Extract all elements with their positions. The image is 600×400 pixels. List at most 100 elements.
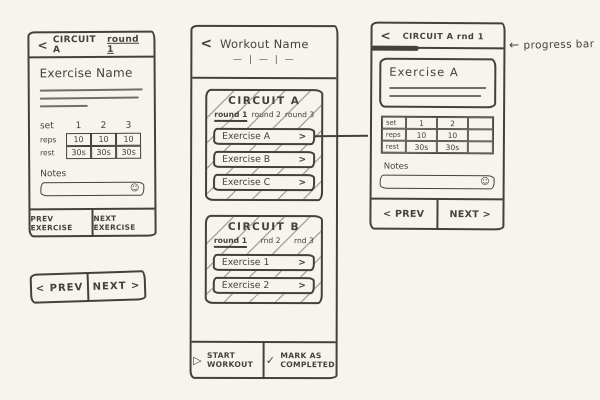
next-button[interactable]: NEXT >	[86, 272, 145, 301]
back-icon[interactable]: <	[200, 35, 213, 52]
exercise-row[interactable]: Exercise A >	[213, 127, 316, 146]
reps-cell[interactable]	[467, 129, 493, 142]
exercise-row-label: Exercise A	[222, 130, 271, 143]
set-number: 1	[405, 116, 438, 129]
text-placeholder-line	[39, 104, 88, 108]
tab-round-3[interactable]: round 3	[284, 110, 315, 120]
screen-header: < Workout Name — | — | —	[192, 26, 337, 80]
reps-cell[interactable]: 10	[90, 132, 117, 147]
set-number: 1	[75, 120, 82, 131]
text-placeholder-line	[389, 86, 487, 90]
reps-cell[interactable]: 10	[115, 132, 142, 146]
mark-completed-label: MARK AS COMPLETED	[280, 350, 335, 370]
exercise-card: Exercise A	[379, 57, 497, 109]
rest-cell[interactable]: 30s	[405, 140, 437, 153]
workout-title: Workout Name	[220, 36, 309, 52]
exercise-row-label: Exercise B	[222, 153, 271, 166]
tab-round-1[interactable]: round 1	[213, 235, 248, 248]
circuit-title: CIRCUIT B	[227, 220, 301, 234]
text-placeholder-line	[389, 94, 482, 98]
exercise-title: Exercise Name	[39, 65, 133, 81]
rest-cell[interactable]: 30s	[91, 145, 117, 160]
sets-col-label: set	[381, 116, 407, 129]
exercise-row[interactable]: Exercise 2 >	[212, 276, 315, 295]
description-placeholder	[39, 88, 144, 108]
progress-bar-fill	[371, 45, 419, 51]
play-icon: ▷	[193, 353, 202, 367]
mark-completed-button[interactable]: ✓ MARK AS COMPLETED	[262, 342, 336, 378]
sets-table: set 1 2 3 reps 10 10 10 rest 30s 30s 30s	[40, 118, 144, 160]
set-number: 2	[100, 120, 107, 131]
rest-row-label: rest	[381, 140, 406, 153]
tab-round-3[interactable]: rnd 3	[293, 236, 314, 246]
reps-row-label: reps	[381, 128, 406, 141]
rest-cell[interactable]	[467, 141, 493, 154]
header-circuit-label: CIRCUIT A	[52, 34, 97, 55]
chevron-right-icon: >	[298, 131, 307, 142]
reps-cell[interactable]: 10	[65, 133, 92, 147]
circuit-title: CIRCUIT A	[228, 94, 301, 108]
back-icon[interactable]: <	[37, 37, 48, 52]
prev-exercise-button[interactable]: PREV EXERCISE	[30, 213, 73, 232]
exercise-title: Exercise A	[389, 64, 459, 80]
text-placeholder-line	[39, 88, 143, 92]
tab-round-2[interactable]: round 2	[251, 109, 281, 120]
sets-table: set 1 2 reps 10 10 rest 30s 30s	[380, 115, 495, 155]
back-icon[interactable]: <	[380, 28, 392, 43]
tab-round-2[interactable]: rnd 2	[260, 235, 281, 246]
reps-row-label: reps	[40, 135, 57, 145]
next-button[interactable]: NEXT >	[435, 199, 503, 229]
prev-button[interactable]: < PREV	[35, 281, 84, 295]
notes-input[interactable]: ☺	[379, 174, 495, 190]
exercise-detail-screen: < CIRCUIT A round 1 Exercise Name set 1 …	[27, 30, 157, 238]
description-placeholder	[389, 86, 487, 98]
exercise-row-label: Exercise 2	[221, 279, 270, 292]
prev-button[interactable]: < PREV	[383, 208, 425, 220]
round-tabs: round 1 rnd 2 rnd 3	[213, 235, 314, 248]
set-number: 2	[436, 116, 469, 130]
header-title: CIRCUIT A rnd 1	[402, 30, 485, 41]
check-icon: ✓	[265, 353, 276, 367]
tab-round-1[interactable]: round 1	[214, 109, 248, 122]
rest-cell[interactable]: 30s	[436, 140, 468, 154]
chevron-right-icon: >	[298, 154, 307, 165]
exercise-row[interactable]: Exercise C >	[213, 173, 316, 192]
emoji-icon[interactable]: ☺	[480, 177, 490, 188]
reps-cell[interactable]: 10	[405, 128, 437, 141]
exercise-detail-filled-screen: < CIRCUIT A rnd 1 Exercise A set 1 2 rep…	[369, 21, 506, 231]
rest-cell[interactable]: 30s	[66, 146, 92, 160]
sets-col-label: set	[39, 120, 54, 131]
workout-overview-screen: < Workout Name — | — | — CIRCUIT A round…	[189, 24, 339, 380]
chevron-right-icon: >	[298, 177, 307, 188]
set-number: 3	[125, 120, 132, 131]
text-placeholder-line	[39, 96, 139, 100]
exercise-row[interactable]: Exercise 1 >	[212, 253, 315, 272]
set-number	[467, 117, 494, 130]
exercise-row[interactable]: Exercise B >	[213, 150, 316, 169]
progress-indicator: — | — | —	[233, 54, 296, 66]
notes-input[interactable]: ☺	[40, 181, 145, 197]
rest-cell[interactable]: 30s	[116, 145, 142, 159]
start-workout-button[interactable]: ▷ START WORKOUT	[192, 343, 263, 377]
circuit-b-card: CIRCUIT B round 1 rnd 2 rnd 3 Exercise 1…	[204, 214, 323, 305]
circuit-a-card: CIRCUIT A round 1 round 2 round 3 Exerci…	[205, 88, 324, 202]
rest-row-label: rest	[40, 148, 55, 158]
start-workout-label: START WORKOUT	[206, 350, 254, 369]
chevron-right-icon: >	[298, 280, 306, 291]
exercise-row-label: Exercise C	[222, 176, 271, 189]
reps-cell[interactable]: 10	[436, 128, 468, 142]
arrow-left-icon: ←	[508, 37, 520, 52]
notes-label: Notes	[383, 161, 409, 172]
annotation-label: progress bar	[523, 38, 595, 52]
exercise-row-label: Exercise 1	[221, 256, 270, 269]
header-round-label: round 1	[107, 34, 139, 55]
notes-label: Notes	[40, 169, 67, 180]
connector-line	[314, 134, 369, 138]
next-exercise-button[interactable]: NEXT EXERCISE	[91, 209, 155, 236]
screen-header: < CIRCUIT A round 1	[29, 32, 154, 59]
emoji-icon[interactable]: ☺	[129, 183, 140, 194]
pager-control: < PREV NEXT >	[29, 270, 147, 304]
chevron-right-icon: >	[298, 257, 306, 268]
round-tabs: round 1 round 2 round 3	[214, 109, 315, 122]
